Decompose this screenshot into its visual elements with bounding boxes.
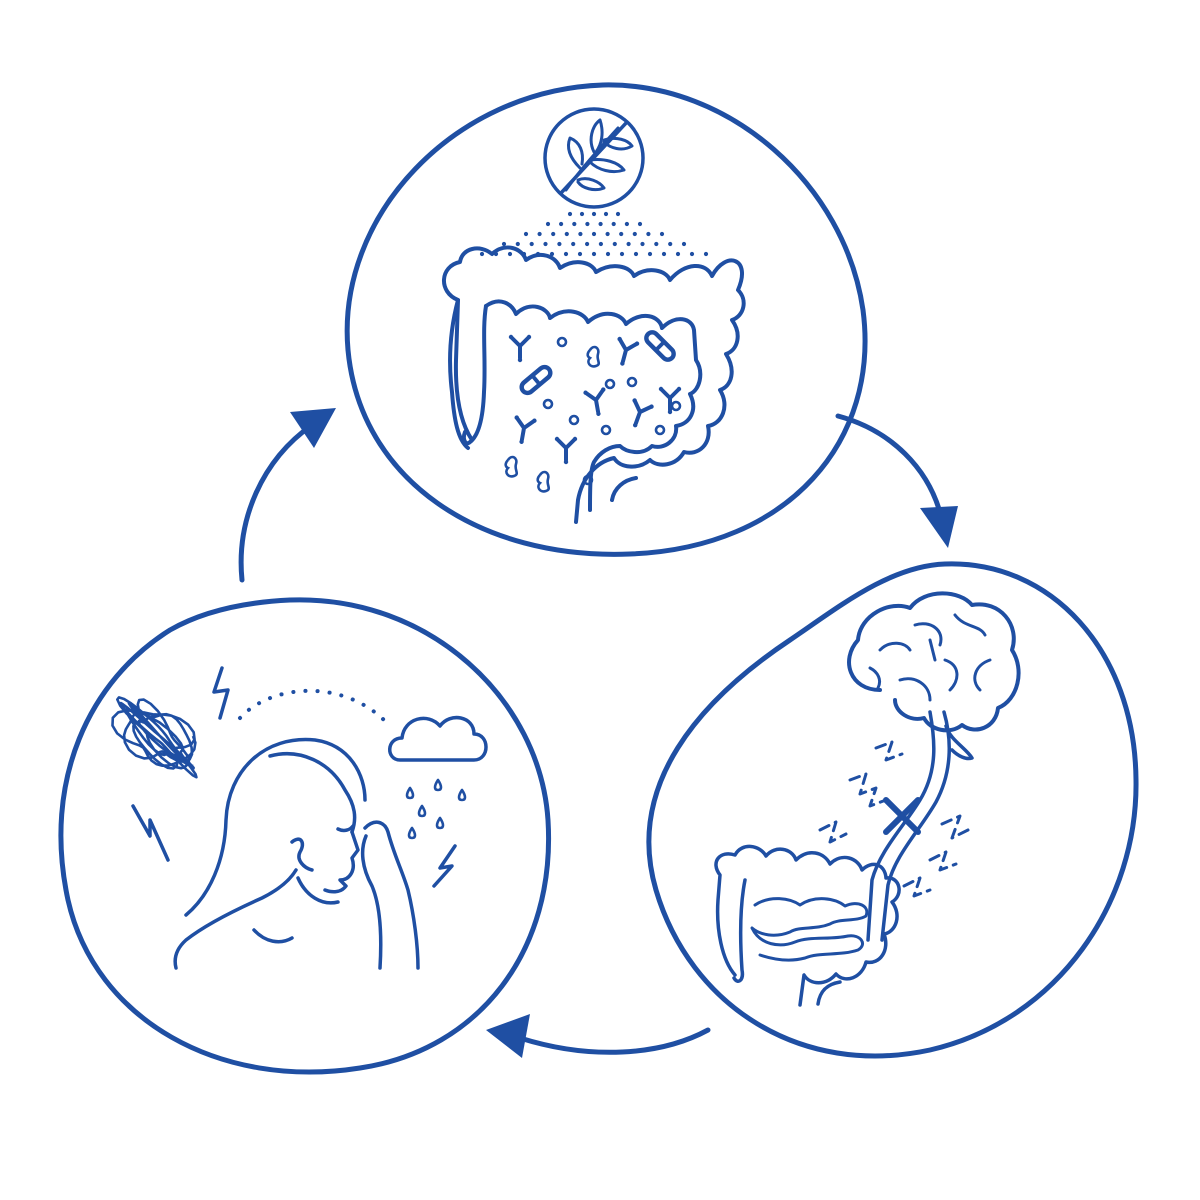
antibody-icon <box>506 332 534 365</box>
antibody-icon <box>608 334 642 371</box>
rod-bacteria-icon <box>644 330 676 362</box>
stage-circle <box>646 561 1139 1059</box>
antibody-icon <box>508 413 539 448</box>
stage-circle <box>344 82 868 557</box>
antibody-icon <box>552 434 580 467</box>
mental-state-stage <box>58 597 552 1075</box>
mind-to-gut-arrow <box>238 408 336 583</box>
antibody-icon <box>581 385 612 420</box>
no-plant-icon <box>543 107 645 209</box>
antibody-icon <box>621 395 657 434</box>
intestine-icon <box>714 844 901 1007</box>
gut-to-brain-arrow <box>835 413 958 548</box>
dotted-connection <box>238 688 386 722</box>
large-intestine-icon <box>442 245 746 524</box>
gut-microbiome-stage <box>344 82 868 557</box>
brain-icon <box>847 591 1021 761</box>
cycle-arrows <box>238 408 958 1058</box>
lightning-icon <box>131 666 457 888</box>
bacteria-icon <box>504 330 684 493</box>
gut-brain-axis-stage <box>646 561 1139 1059</box>
rod-bacteria-icon <box>519 365 552 396</box>
brain-to-mind-arrow <box>486 1014 711 1058</box>
blocked-signal-icon <box>883 797 921 835</box>
stage-circle <box>58 597 552 1075</box>
rain-cloud-icon <box>388 715 488 840</box>
woman-headache-icon <box>173 737 420 970</box>
tangled-thoughts-icon <box>111 696 198 779</box>
signal-waves-icon <box>818 740 970 898</box>
spray-particles-icon <box>479 211 709 257</box>
